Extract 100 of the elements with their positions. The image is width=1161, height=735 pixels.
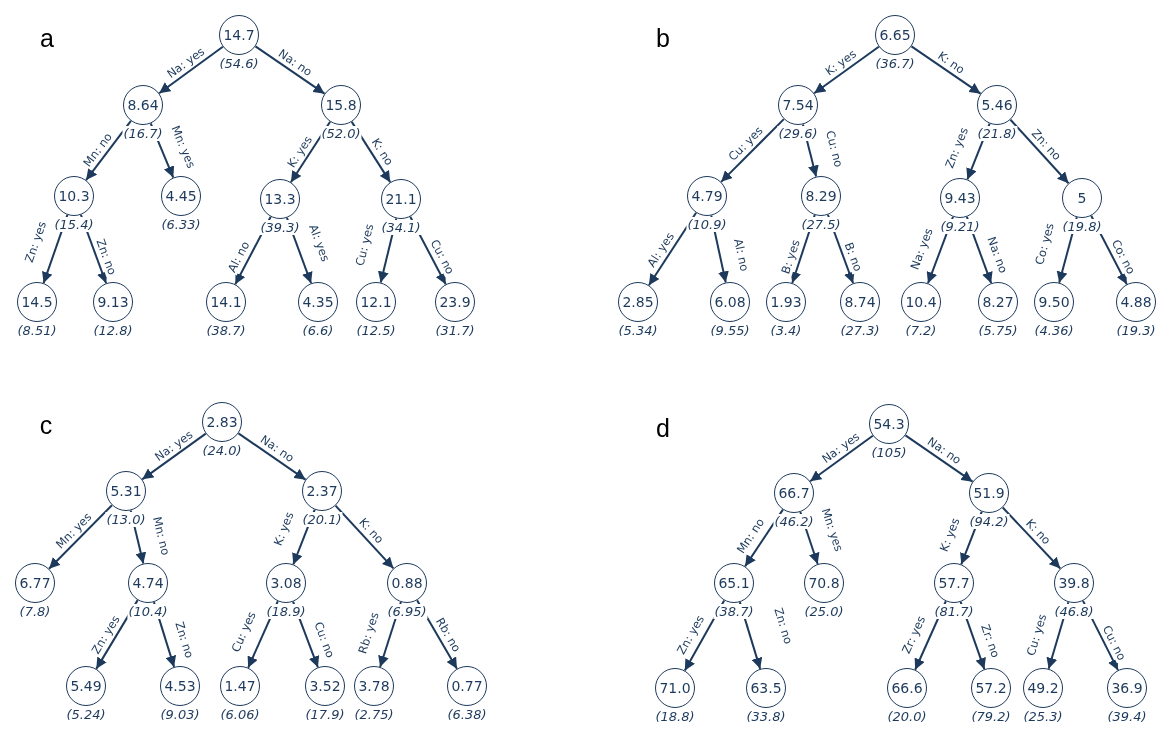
sample-count: (39.4) bbox=[1106, 709, 1148, 724]
sample-count: (46.8) bbox=[1053, 604, 1095, 619]
sample-count: (36.7) bbox=[874, 56, 916, 71]
arrow bbox=[254, 45, 326, 95]
sample-count: (20.1) bbox=[301, 512, 343, 527]
node-circle: 5.46 bbox=[977, 85, 1017, 125]
node-circle: 4.88 bbox=[1116, 282, 1156, 322]
arrow bbox=[720, 118, 785, 183]
sample-count: (12.5) bbox=[355, 323, 397, 338]
sample-count: (13.0) bbox=[105, 512, 147, 527]
panel-letter: c bbox=[39, 411, 53, 439]
node-circle: 66.7 bbox=[774, 473, 814, 513]
sample-count: (19.3) bbox=[1115, 323, 1157, 338]
arrow bbox=[910, 45, 982, 95]
sample-count: (4.36) bbox=[1033, 323, 1075, 338]
node-circle: 57.2 bbox=[971, 668, 1011, 708]
sample-count: (81.7) bbox=[933, 604, 975, 619]
arrow bbox=[1001, 506, 1062, 570]
sample-count: (20.0) bbox=[886, 709, 928, 724]
node-circle: 8.64 bbox=[123, 85, 163, 125]
sample-count: (54.6) bbox=[218, 56, 260, 71]
sample-count: (5.75) bbox=[977, 323, 1019, 338]
arrow bbox=[334, 504, 395, 570]
node-circle: 71.0 bbox=[655, 668, 695, 708]
node-circle: 65.1 bbox=[714, 563, 754, 603]
node-circle: 63.5 bbox=[746, 668, 786, 708]
sample-count: (10.4) bbox=[127, 604, 169, 619]
sample-count: (7.2) bbox=[904, 323, 938, 338]
arrow bbox=[48, 504, 113, 570]
node-circle: 6.08 bbox=[710, 282, 750, 322]
arrow bbox=[237, 432, 307, 481]
node-circle: 4.53 bbox=[160, 666, 200, 706]
sample-count: (9.21) bbox=[939, 219, 981, 234]
node-circle: 70.8 bbox=[804, 563, 844, 603]
sample-count: (16.7) bbox=[122, 126, 164, 141]
node-circle: 12.1 bbox=[356, 282, 396, 322]
sample-count: (12.8) bbox=[92, 323, 134, 338]
node-circle: 54.3 bbox=[869, 404, 909, 444]
sample-count: (6.6) bbox=[301, 323, 335, 338]
node-circle: 8.29 bbox=[801, 176, 841, 216]
panel-letter: a bbox=[40, 24, 54, 52]
node-circle: 9.13 bbox=[93, 282, 133, 322]
node-circle: 36.9 bbox=[1107, 668, 1147, 708]
node-circle: 3.78 bbox=[354, 666, 394, 706]
sample-count: (105) bbox=[870, 445, 908, 460]
node-circle: 2.83 bbox=[202, 402, 242, 442]
node-circle: 4.45 bbox=[161, 176, 201, 216]
edge-label: Na: yes bbox=[907, 225, 936, 273]
node-circle: 10.3 bbox=[54, 176, 94, 216]
sample-count: (34.1) bbox=[380, 220, 422, 235]
sample-count: (52.0) bbox=[320, 126, 362, 141]
sample-count: (27.5) bbox=[800, 217, 842, 232]
sample-count: (19.8) bbox=[1061, 219, 1103, 234]
node-circle: 14.7 bbox=[219, 15, 259, 55]
node-circle: 2.85 bbox=[618, 282, 658, 322]
node-circle: 5 bbox=[1062, 178, 1102, 218]
node-circle: 7.54 bbox=[778, 85, 818, 125]
sample-count: (6.33) bbox=[160, 217, 202, 232]
node-circle: 49.2 bbox=[1023, 668, 1063, 708]
sample-count: (25.3) bbox=[1022, 709, 1064, 724]
node-circle: 0.77 bbox=[447, 666, 487, 706]
node-circle: 14.1 bbox=[206, 282, 246, 322]
sample-count: (18.9) bbox=[265, 604, 307, 619]
arrow bbox=[904, 434, 974, 483]
edge-label: Rb: yes bbox=[355, 610, 382, 657]
node-circle: 5.49 bbox=[66, 666, 106, 706]
node-circle: 10.4 bbox=[901, 282, 941, 322]
sample-count: (27.3) bbox=[839, 323, 881, 338]
node-circle: 14.5 bbox=[17, 282, 57, 322]
node-circle: 6.65 bbox=[875, 15, 915, 55]
node-circle: 4.74 bbox=[128, 563, 168, 603]
node-circle: 21.1 bbox=[381, 179, 421, 219]
node-circle: 66.6 bbox=[887, 668, 927, 708]
node-circle: 0.88 bbox=[387, 563, 427, 603]
arrow bbox=[809, 434, 874, 483]
sample-count: (79.2) bbox=[970, 709, 1012, 724]
node-circle: 51.9 bbox=[969, 473, 1009, 513]
arrow bbox=[158, 45, 224, 95]
arrow bbox=[1009, 118, 1070, 185]
arrow bbox=[85, 119, 132, 182]
sample-count: (25.0) bbox=[803, 604, 845, 619]
arrow bbox=[289, 120, 332, 184]
sample-count: (18.8) bbox=[654, 709, 696, 724]
node-circle: 8.74 bbox=[840, 282, 880, 322]
node-circle: 13.3 bbox=[260, 179, 300, 219]
node-circle: 3.08 bbox=[266, 563, 306, 603]
node-circle: 9.43 bbox=[940, 178, 980, 218]
node-circle: 57.7 bbox=[934, 563, 974, 603]
node-circle: 6.77 bbox=[15, 563, 55, 603]
node-circle: 23.9 bbox=[435, 282, 475, 322]
node-circle: 4.79 bbox=[687, 176, 727, 216]
sample-count: (8.51) bbox=[16, 323, 58, 338]
sample-count: (5.34) bbox=[617, 323, 659, 338]
node-circle: 39.8 bbox=[1054, 563, 1094, 603]
sample-count: (17.9) bbox=[304, 707, 346, 722]
sample-count: (15.4) bbox=[53, 217, 95, 232]
node-circle: 1.93 bbox=[766, 282, 806, 322]
arrow bbox=[141, 432, 207, 481]
sample-count: (3.4) bbox=[769, 323, 803, 338]
sample-count: (38.7) bbox=[713, 604, 755, 619]
